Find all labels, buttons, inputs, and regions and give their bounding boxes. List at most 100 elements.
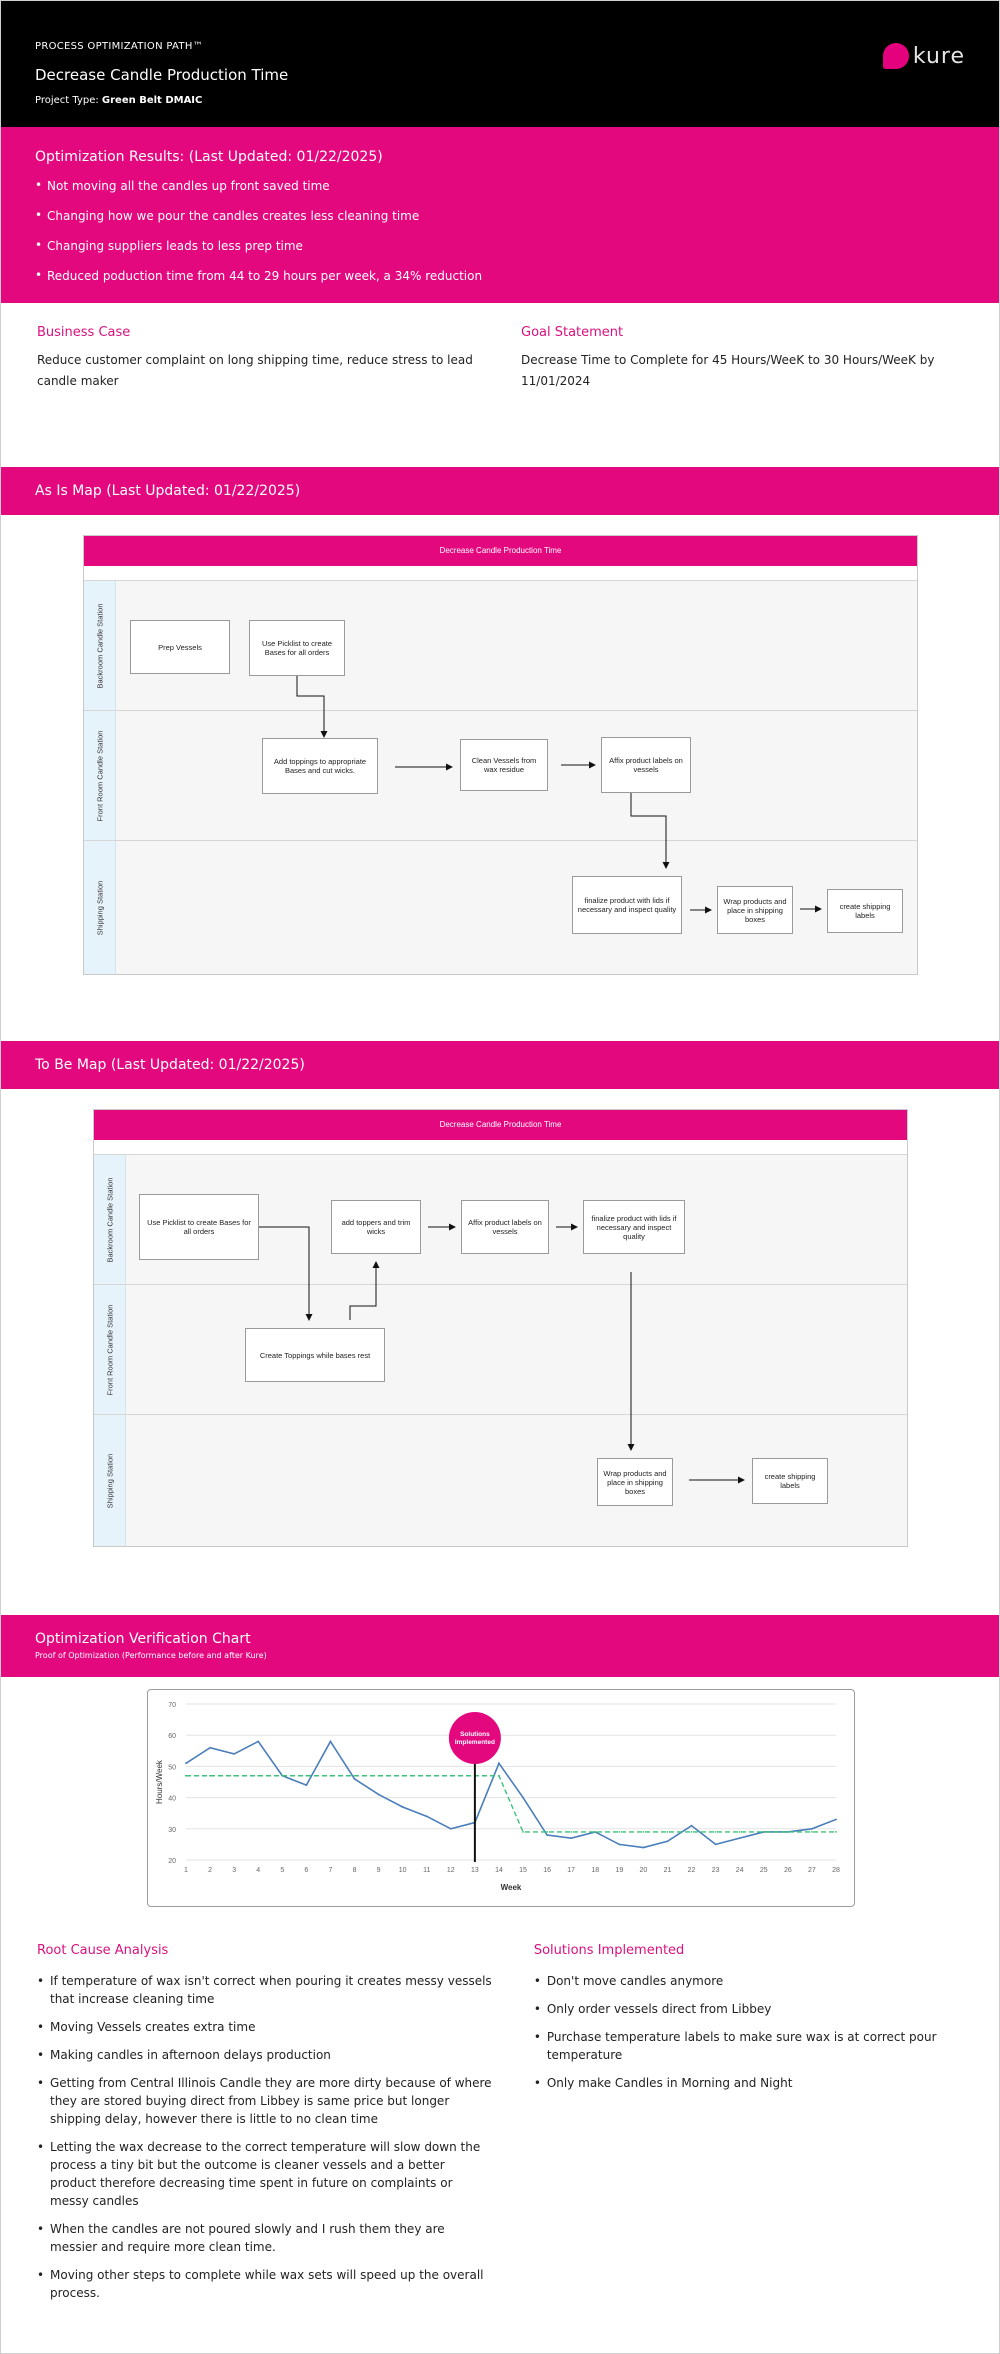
x-tick-label: 6	[304, 1867, 308, 1874]
process-step: Wrap products and place in shipping boxe…	[597, 1458, 673, 1506]
data-point-average	[209, 1774, 211, 1777]
annotation-label: Solutions	[460, 1731, 490, 1738]
goal-statement: Goal Statement Decrease Time to Complete…	[481, 325, 965, 467]
series-line-hours	[185, 1739, 837, 1849]
x-tick-label: 24	[736, 1867, 744, 1874]
solutions-list: Don't move candles anymore Only order ve…	[534, 1972, 967, 2092]
x-tick-label: 15	[519, 1867, 527, 1874]
data-point-hours	[666, 1840, 669, 1843]
data-point-hours	[209, 1746, 211, 1749]
process-step: Wrap products and place in shipping boxe…	[717, 886, 793, 934]
root-cause-heading: Root Cause Analysis	[37, 1943, 169, 1958]
process-step: create shipping labels	[752, 1458, 828, 1504]
swimlane: Shipping Station	[94, 1414, 907, 1546]
x-tick-label: 9	[377, 1867, 381, 1874]
data-point-hours	[449, 1827, 452, 1830]
project-type-value: Green Belt DMAIC	[101, 95, 203, 106]
data-point-hours	[690, 1824, 693, 1827]
data-point-hours	[353, 1777, 356, 1780]
data-point-hours	[233, 1753, 236, 1755]
data-point-hours	[522, 1796, 524, 1799]
x-tick-label: 4	[256, 1867, 260, 1874]
process-step: Use Picklist to create Bases for all ord…	[249, 620, 345, 676]
x-tick-label: 13	[471, 1867, 479, 1874]
x-tick-label: 20	[640, 1867, 648, 1874]
x-tick-label: 11	[423, 1867, 430, 1874]
data-point-average	[666, 1831, 669, 1833]
process-step: add toppers and trim wicks	[331, 1200, 421, 1254]
list-item: Getting from Central Illinois Candle the…	[37, 2074, 492, 2128]
list-item: Moving other steps to complete while wax…	[37, 2266, 492, 2302]
data-point-hours	[811, 1827, 813, 1830]
business-case-text: Reduce customer complaint on long shippi…	[37, 353, 473, 388]
data-point-hours	[401, 1806, 404, 1808]
list-item: When the candles are not poured slowly a…	[37, 2220, 492, 2256]
x-tick-label: 28	[832, 1867, 840, 1874]
swimlane-label: Shipping Station	[84, 841, 116, 974]
business-goal-section: Business Case Reduce customer complaint …	[1, 303, 999, 467]
data-point-average	[714, 1831, 717, 1833]
business-case: Business Case Reduce customer complaint …	[37, 325, 481, 467]
data-point-average	[522, 1831, 524, 1833]
process-step: Clean Vessels from wax residue	[460, 739, 548, 791]
x-tick-label: 27	[808, 1867, 816, 1874]
data-point-hours	[714, 1843, 717, 1846]
data-point-average	[353, 1774, 356, 1777]
data-point-average	[738, 1831, 741, 1833]
x-tick-label: 5	[280, 1867, 284, 1874]
x-tick-label: 12	[447, 1867, 455, 1874]
data-point-hours	[377, 1793, 380, 1796]
results-item: Reduced poduction time from 44 to 29 hou…	[35, 268, 965, 283]
data-point-average	[281, 1774, 284, 1777]
data-point-hours	[425, 1815, 428, 1818]
solutions-heading: Solutions Implemented	[533, 1943, 685, 1958]
y-tick-label: 50	[168, 1764, 176, 1771]
data-point-average	[233, 1774, 236, 1777]
data-point-average	[401, 1774, 404, 1777]
verification-subheading: Proof of Optimization (Performance befor…	[35, 1651, 267, 1660]
results-item: Changing how we pour the candles creates…	[35, 208, 965, 223]
business-case-heading: Business Case	[37, 325, 131, 340]
swimlane-label: Backroom Candle Station	[84, 581, 116, 710]
x-tick-label: 2	[208, 1867, 212, 1874]
x-tick-label: 22	[688, 1867, 696, 1874]
data-point-average	[329, 1774, 332, 1777]
x-tick-label: 16	[543, 1867, 551, 1874]
x-tick-label: 14	[495, 1867, 503, 1874]
swimlane: Front Room Candle Station	[94, 1284, 907, 1414]
list-item: Only order vessels direct from Libbey	[534, 2000, 967, 2018]
list-item: If temperature of wax isn't correct when…	[37, 1972, 492, 2008]
process-step: finalize product with lids if necessary …	[572, 876, 682, 934]
series-line-average	[186, 1775, 836, 1833]
swimlane-label: Shipping Station	[94, 1415, 126, 1546]
process-step: Create Toppings while bases rest	[245, 1328, 385, 1382]
logo-mark-icon	[882, 43, 909, 69]
data-point-average	[185, 1774, 187, 1777]
x-tick-label: 18	[591, 1867, 599, 1874]
header-eyebrow: PROCESS OPTIMIZATION PATH™	[35, 41, 203, 52]
verification-heading: Optimization Verification Chart	[35, 1631, 251, 1647]
results-heading: Optimization Results: (Last Updated: 01/…	[35, 149, 383, 165]
process-step: Add toppings to appropriate Bases and cu…	[262, 738, 378, 794]
data-point-hours	[546, 1834, 549, 1836]
as-is-heading: As Is Map (Last Updated: 01/22/2025)	[35, 483, 301, 499]
optimization-results: Optimization Results: (Last Updated: 01/…	[1, 127, 999, 303]
data-point-average	[594, 1831, 597, 1833]
process-step: Use Picklist to create Bases for all ord…	[139, 1194, 259, 1260]
root-cause-analysis: Root Cause Analysis If temperature of wa…	[37, 1943, 492, 2312]
data-point-hours	[642, 1846, 645, 1849]
data-point-hours	[835, 1818, 837, 1821]
process-step: Prep Vessels	[130, 620, 230, 674]
y-axis-label: Hours/Week	[155, 1759, 164, 1804]
annotation-label: Implemented	[455, 1739, 495, 1746]
process-step: Affix product labels on vessels	[461, 1200, 549, 1254]
annotation-badge	[448, 1712, 501, 1764]
solutions-implemented: Solutions Implemented Don't move candles…	[492, 1943, 967, 2312]
y-tick-label: 40	[168, 1796, 176, 1803]
data-point-hours	[498, 1762, 500, 1765]
data-point-average	[786, 1831, 789, 1833]
x-tick-label: 1	[184, 1867, 188, 1874]
x-tick-label: 21	[664, 1867, 672, 1874]
data-point-average	[498, 1774, 500, 1777]
